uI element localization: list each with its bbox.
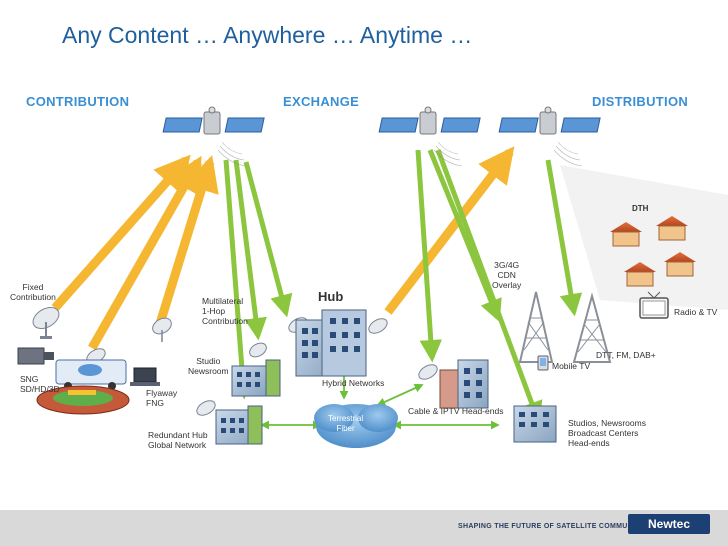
- section-contribution: CONTRIBUTION: [26, 94, 130, 109]
- label-hub: Hub: [318, 289, 344, 304]
- label-hybrid-networks: Hybrid Networks: [322, 378, 385, 388]
- uplink-arrow-flyaway: [153, 155, 219, 332]
- cable-headend-building-icon: [439, 359, 489, 409]
- label-redundant-hub: Redundant Hub Global Network: [148, 430, 208, 450]
- terrestrial-fiber-cloud-icon: [314, 404, 398, 448]
- redundant-hub-building-icon: [215, 405, 263, 445]
- label-dth: DTH: [632, 204, 649, 213]
- dish-icon: [152, 317, 172, 342]
- downlink-arrow-cdn: [427, 149, 502, 323]
- dish-icon: [196, 400, 216, 416]
- downlink-arrow-studio: [233, 159, 267, 341]
- broadcast-tower-icon: [572, 292, 612, 363]
- satellite-icon: [498, 106, 601, 167]
- downlink-arrow-dtt: [545, 159, 583, 317]
- label-cable-iptv: Cable & IPTV Head-ends: [408, 406, 504, 416]
- downlink-arrows: [223, 149, 583, 425]
- tv-icon: [639, 291, 669, 319]
- satellite-icon: [162, 106, 265, 167]
- dish-icon: [249, 342, 267, 358]
- footer-tagline: SHAPING THE FUTURE OF SATELLITE COMMUNIC…: [458, 523, 669, 530]
- hub-building-icon: [295, 309, 367, 377]
- label-multilateral: Multilateral 1-Hop Contribution: [202, 296, 248, 326]
- section-distribution: DISTRIBUTION: [592, 94, 689, 109]
- mobile-phone-icon: [537, 355, 549, 371]
- footer-bar: [0, 510, 728, 546]
- studio-building-icon: [231, 359, 281, 397]
- newtec-logo: Newtec: [628, 514, 710, 534]
- label-dtt: DTT, FM, DAB+: [596, 350, 656, 360]
- house-icon: [656, 216, 688, 241]
- house-icon: [624, 262, 656, 287]
- uplink-arrow-fixed: [51, 154, 191, 311]
- label-studio-newsroom: Studio Newsroom: [188, 356, 229, 376]
- label-studios-centers: Studios, Newsrooms Broadcast Centers Hea…: [568, 418, 646, 448]
- dish-icon: [32, 307, 60, 339]
- uplink-arrow-hub: [384, 146, 515, 315]
- uplink-arrows: [51, 146, 515, 351]
- broadcast-center-building-icon: [513, 405, 557, 443]
- label-cdn-overlay: 3G/4G CDN Overlay: [492, 260, 522, 290]
- label-flyaway: Flyaway FNG: [146, 388, 178, 408]
- satellite-icon: [378, 106, 481, 167]
- dish-icon: [418, 364, 438, 380]
- camera-icon: [17, 347, 54, 365]
- section-exchange: EXCHANGE: [283, 94, 360, 109]
- downlink-arrow-redundant: [223, 159, 254, 400]
- laptop-icon: [130, 367, 160, 386]
- label-mobile-tv: Mobile TV: [552, 361, 591, 371]
- house-icon: [610, 222, 642, 247]
- label-radio-tv: Radio & TV: [674, 307, 718, 317]
- slide-title: Any Content … Anywhere … Anytime …: [62, 22, 473, 48]
- house-icon: [664, 252, 696, 277]
- downlink-arrow-hub: [243, 161, 293, 318]
- label-terrestrial-fiber: Terrestrial Fiber: [328, 414, 364, 433]
- sng-truck-icon: [55, 359, 127, 390]
- cell-tower-icon: [518, 291, 554, 363]
- downlink-arrow-cable: [415, 149, 443, 363]
- uplink-arrow-sng: [88, 155, 202, 351]
- stadium-icon: [36, 385, 130, 415]
- downlink-arrow-studios: [435, 149, 543, 425]
- label-fixed-contribution: Fixed Contribution: [10, 282, 56, 302]
- dth-coverage-area: [560, 165, 728, 310]
- label-sng: SNG SD/HD/3D: [20, 374, 60, 394]
- dish-icon: [368, 318, 388, 334]
